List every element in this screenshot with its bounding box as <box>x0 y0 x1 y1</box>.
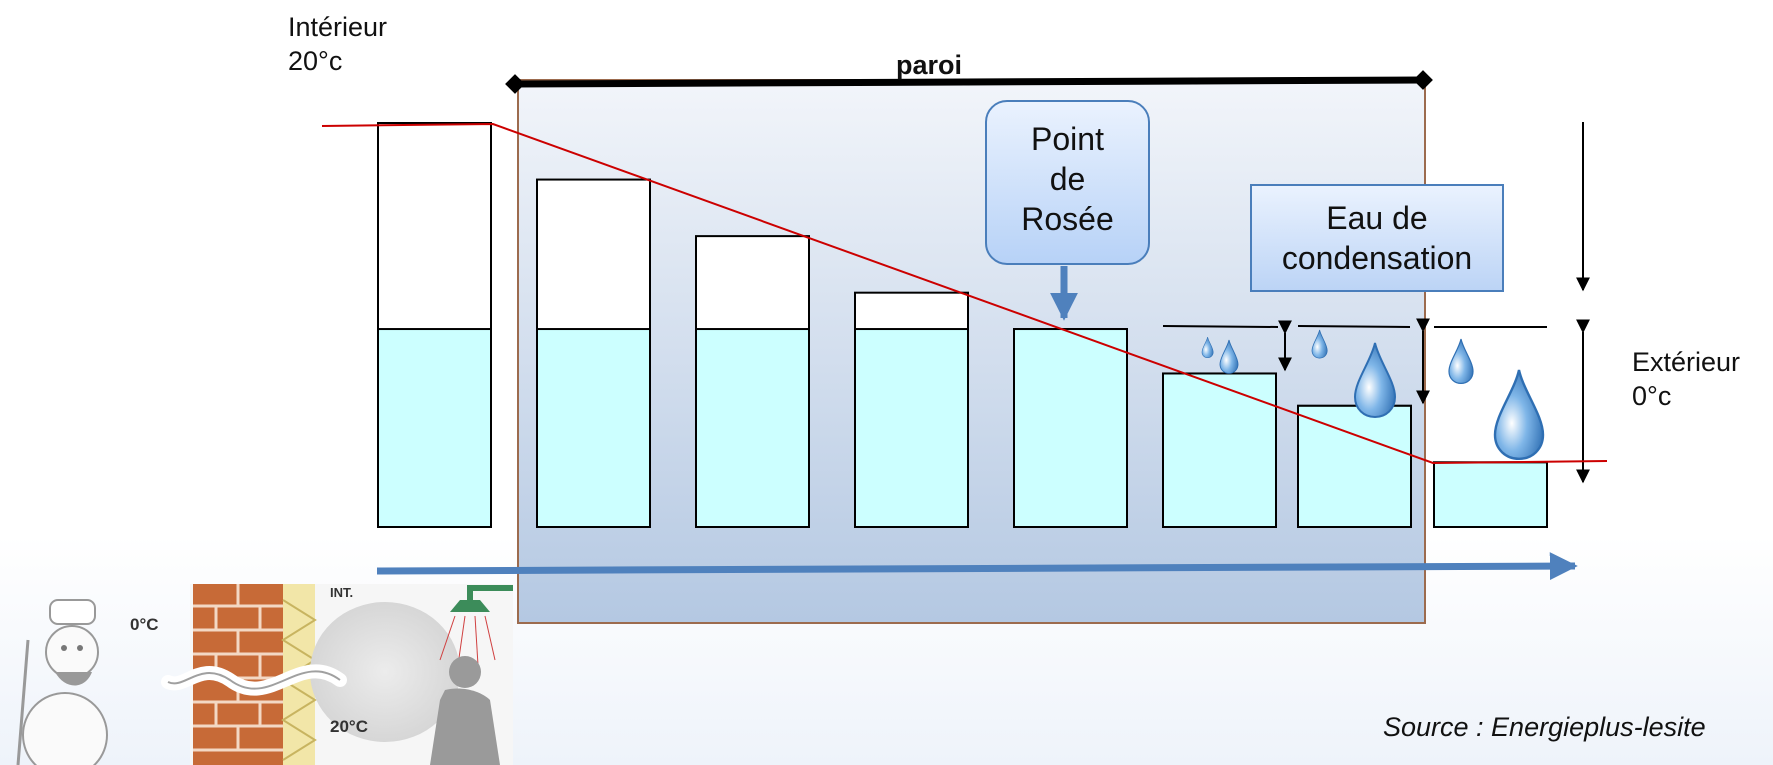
shower-icon <box>439 585 513 666</box>
water-drop-icon <box>1201 336 1214 359</box>
eau-condensation-line-1: Eau de <box>1326 200 1428 236</box>
column-c2-water <box>695 328 810 529</box>
vapour-flow-arrow <box>376 552 1578 581</box>
saturation-line-2 <box>1297 325 1411 328</box>
point-rosee-line-2: de <box>1049 161 1086 197</box>
saturation-columns <box>377 122 1548 529</box>
person-icon <box>430 656 500 765</box>
interieur-label: Intérieur 20°c <box>288 10 387 78</box>
inset-illustration: INT. 0°C 20°C <box>16 584 513 765</box>
eau-condensation-line-2: condensation <box>1281 240 1473 276</box>
water-drop-icon <box>1311 329 1328 359</box>
point-rosee-line-1: Point <box>1031 121 1104 157</box>
paroi-label: paroi <box>896 50 963 80</box>
saturation-line-1 <box>1162 325 1279 328</box>
steam-cloud <box>310 602 460 742</box>
exterieur-label: Extérieur 0°c <box>1632 345 1740 413</box>
point-rosee-callout: Point de Rosée <box>985 100 1150 265</box>
column-c6-water <box>1297 404 1412 528</box>
exterieur-temperature: 0°c <box>1632 381 1672 411</box>
column-c5-water <box>1162 372 1277 529</box>
column-c3-water <box>854 328 969 529</box>
column-interieur-water <box>377 328 492 529</box>
column-c1-water <box>536 328 651 529</box>
paroi-right-marker <box>1413 70 1433 90</box>
eau-condensation-callout: Eau de condensation <box>1250 184 1504 292</box>
inset-int-label: INT. <box>330 585 353 600</box>
water-drop-icon <box>1448 338 1474 385</box>
point-rosee-line-3: Rosée <box>1021 201 1114 237</box>
water-drop-icon <box>1493 369 1545 461</box>
inset-outside-temp: 0°C <box>130 615 159 634</box>
paroi-dimension-line <box>514 76 1424 88</box>
wall-paroi <box>517 79 1426 624</box>
interieur-temperature: 20°c <box>288 46 343 76</box>
water-drop-icon <box>1219 339 1239 374</box>
column-exterieur-water <box>1433 461 1548 528</box>
inset-inside-temp: 20°C <box>330 717 368 736</box>
source-caption: Source : Energieplus-lesite <box>1383 712 1706 742</box>
column-c4-water <box>1013 328 1128 529</box>
water-drop-icon <box>1353 342 1397 419</box>
temperature-line <box>321 122 1608 465</box>
interieur-title: Intérieur <box>288 12 388 42</box>
exterieur-title: Extérieur <box>1632 347 1741 377</box>
snowman-icon <box>16 599 108 765</box>
